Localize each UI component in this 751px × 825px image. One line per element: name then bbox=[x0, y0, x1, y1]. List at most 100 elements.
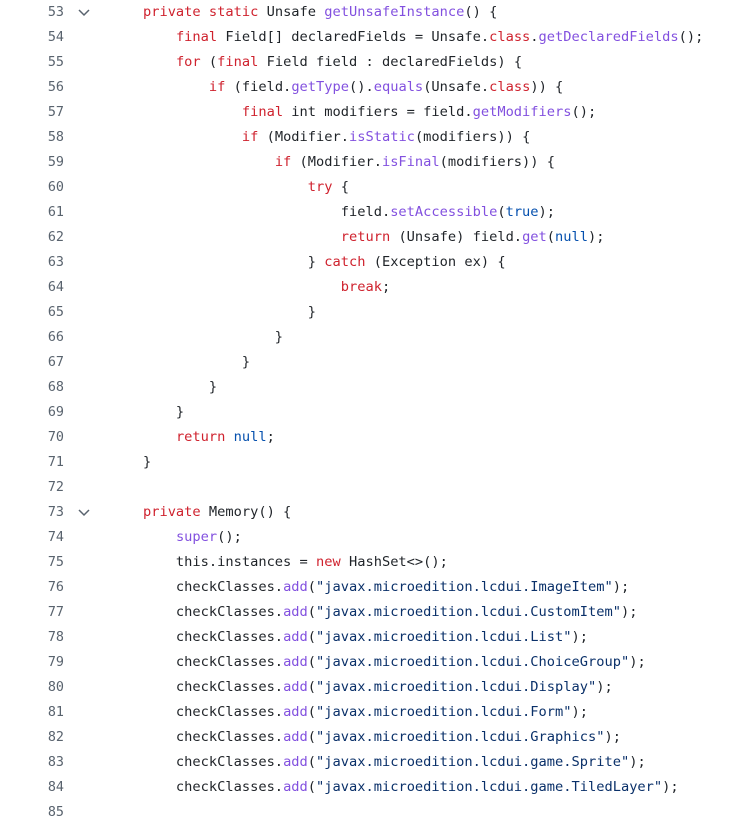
line-number[interactable]: 58 bbox=[47, 130, 64, 145]
code-text: Memory() { bbox=[200, 504, 292, 520]
function-token: equals bbox=[373, 79, 424, 95]
line-number[interactable]: 68 bbox=[47, 380, 64, 395]
line-number[interactable]: 79 bbox=[47, 655, 64, 670]
function-token: add bbox=[283, 754, 308, 770]
code-text: } bbox=[110, 379, 218, 395]
code-text: checkClasses. bbox=[110, 629, 284, 645]
chevron-down-icon[interactable] bbox=[78, 8, 90, 18]
line-number[interactable]: 63 bbox=[47, 255, 64, 270]
line-number[interactable]: 59 bbox=[47, 155, 64, 170]
code-line: 70 return null; bbox=[0, 425, 751, 450]
line-number[interactable]: 81 bbox=[47, 705, 64, 720]
code-text: checkClasses. bbox=[110, 704, 284, 720]
code-line: 78 checkClasses.add("javax.microedition.… bbox=[0, 625, 751, 650]
line-number[interactable]: 69 bbox=[47, 405, 64, 420]
line-number[interactable]: 61 bbox=[47, 205, 64, 220]
code-text: (Exception ex) { bbox=[365, 254, 506, 270]
line-number[interactable]: 82 bbox=[47, 730, 64, 745]
line-number[interactable]: 80 bbox=[47, 680, 64, 695]
line-number[interactable]: 56 bbox=[47, 80, 64, 95]
line-number[interactable]: 71 bbox=[47, 455, 64, 470]
code-text bbox=[110, 29, 176, 45]
code-line: 75 this.instances = new HashSet<>(); bbox=[0, 550, 751, 575]
line-code: if (Modifier.isStatic(modifiers)) { bbox=[110, 125, 530, 150]
line-number[interactable]: 62 bbox=[47, 230, 64, 245]
code-text: ); bbox=[629, 654, 646, 670]
line-code: } bbox=[110, 300, 316, 325]
keyword-token: class bbox=[489, 79, 531, 95]
function-token: add bbox=[283, 579, 308, 595]
code-text: ( bbox=[307, 679, 317, 695]
string-token: "javax.microedition.lcdui.CustomItem" bbox=[316, 604, 621, 620]
code-text: checkClasses. bbox=[110, 754, 284, 770]
code-text: ( bbox=[307, 729, 317, 745]
line-number[interactable]: 75 bbox=[47, 555, 64, 570]
keyword-token: new bbox=[316, 554, 341, 570]
code-text: (Unsafe. bbox=[423, 79, 490, 95]
code-line: 80 checkClasses.add("javax.microedition.… bbox=[0, 675, 751, 700]
line-number[interactable]: 60 bbox=[47, 180, 64, 195]
code-text: ); bbox=[662, 779, 679, 795]
code-text: this.instances = bbox=[110, 554, 317, 570]
code-line: 62 return (Unsafe) field.get(null); bbox=[0, 225, 751, 250]
line-code: checkClasses.add("javax.microedition.lcd… bbox=[110, 650, 646, 675]
line-number[interactable]: 84 bbox=[47, 780, 64, 795]
code-text: Field field : declaredFields) { bbox=[258, 54, 523, 70]
function-token: getUnsafeInstance bbox=[324, 4, 465, 20]
code-line: 72 bbox=[0, 475, 751, 500]
line-number[interactable]: 70 bbox=[47, 430, 64, 445]
code-line: 81 checkClasses.add("javax.microedition.… bbox=[0, 700, 751, 725]
code-line: 68 } bbox=[0, 375, 751, 400]
function-token: add bbox=[283, 604, 308, 620]
line-code: } catch (Exception ex) { bbox=[110, 250, 506, 275]
code-line: 61 field.setAccessible(true); bbox=[0, 200, 751, 225]
line-number[interactable]: 64 bbox=[47, 280, 64, 295]
line-number[interactable]: 66 bbox=[47, 330, 64, 345]
function-token: super bbox=[175, 529, 218, 545]
code-line: 64 break; bbox=[0, 275, 751, 300]
function-token: add bbox=[283, 779, 308, 795]
line-number[interactable]: 78 bbox=[47, 630, 64, 645]
line-code: } bbox=[110, 350, 250, 375]
line-number[interactable]: 57 bbox=[47, 105, 64, 120]
code-text: ( bbox=[307, 654, 317, 670]
line-number[interactable]: 76 bbox=[47, 580, 64, 595]
code-text: ); bbox=[588, 229, 605, 245]
line-number[interactable]: 53 bbox=[47, 5, 64, 20]
code-text: ); bbox=[596, 679, 613, 695]
line-number[interactable]: 77 bbox=[47, 605, 64, 620]
line-number[interactable]: 72 bbox=[47, 480, 64, 495]
line-code: break; bbox=[110, 275, 390, 300]
line-code: checkClasses.add("javax.microedition.lcd… bbox=[110, 675, 613, 700]
code-text: ( bbox=[307, 704, 317, 720]
line-number[interactable]: 67 bbox=[47, 355, 64, 370]
code-line: 55 for (final Field field : declaredFiel… bbox=[0, 50, 751, 75]
keyword-token: final bbox=[241, 104, 284, 120]
line-code: final int modifiers = field.getModifiers… bbox=[110, 100, 596, 125]
keyword-token: return bbox=[340, 229, 391, 245]
code-text bbox=[110, 104, 242, 120]
line-number[interactable]: 65 bbox=[47, 305, 64, 320]
code-line: 83 checkClasses.add("javax.microedition.… bbox=[0, 750, 751, 775]
line-number[interactable]: 54 bbox=[47, 30, 64, 45]
line-code: checkClasses.add("javax.microedition.lcd… bbox=[110, 600, 638, 625]
chevron-down-icon[interactable] bbox=[78, 508, 90, 518]
code-text: ( bbox=[307, 629, 317, 645]
line-number[interactable]: 85 bbox=[47, 805, 64, 820]
code-line: 60 try { bbox=[0, 175, 751, 200]
code-text: int modifiers = field. bbox=[283, 104, 473, 120]
code-text: () { bbox=[464, 4, 498, 20]
code-line: 56 if (field.getType().equals(Unsafe.cla… bbox=[0, 75, 751, 100]
line-number[interactable]: 74 bbox=[47, 530, 64, 545]
line-number[interactable]: 73 bbox=[47, 505, 64, 520]
code-text: ( bbox=[200, 54, 218, 70]
keyword-token: private static bbox=[142, 4, 259, 20]
line-code: checkClasses.add("javax.microedition.lcd… bbox=[110, 750, 646, 775]
code-text: ( bbox=[307, 579, 317, 595]
code-text bbox=[110, 79, 209, 95]
line-code: final Field[] declaredFields = Unsafe.cl… bbox=[110, 25, 703, 50]
line-number[interactable]: 55 bbox=[47, 55, 64, 70]
line-number[interactable]: 83 bbox=[47, 755, 64, 770]
keyword-token: if bbox=[274, 154, 292, 170]
line-code: private Memory() { bbox=[110, 500, 291, 525]
